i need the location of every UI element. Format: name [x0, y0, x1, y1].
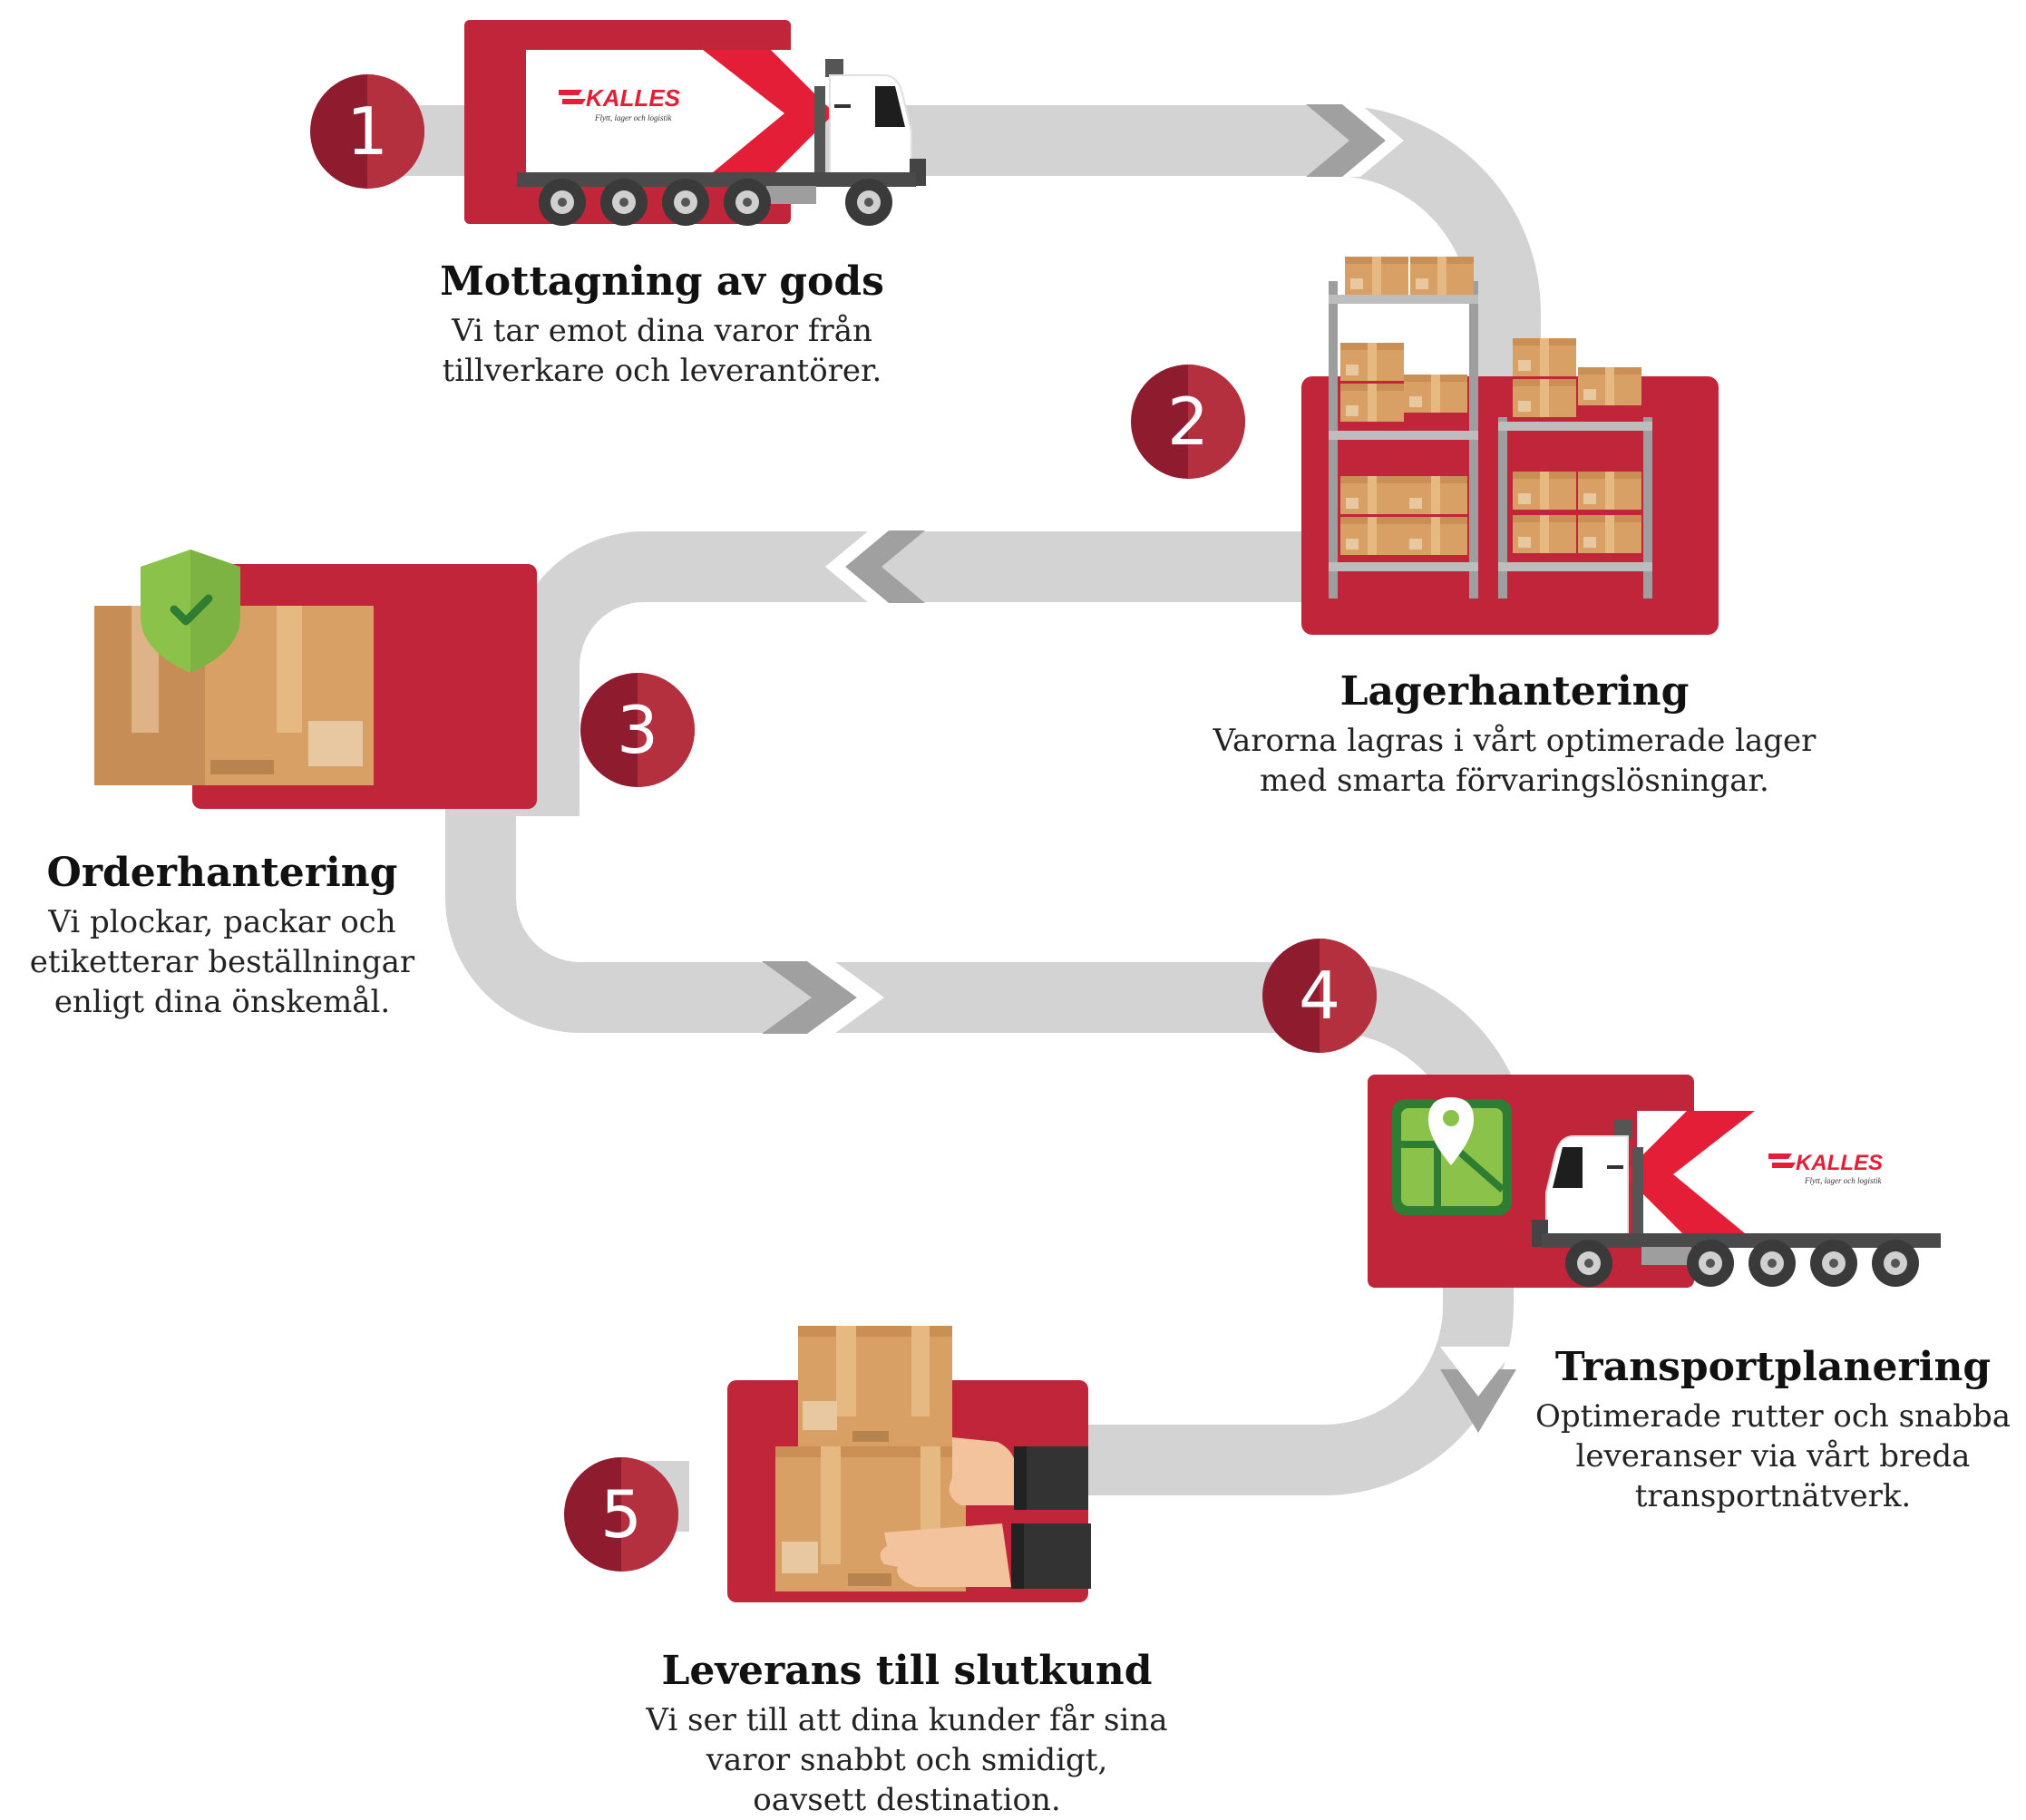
svg-text:Flytt, lager och logistik: Flytt, lager och logistik [1804, 1176, 1882, 1185]
step-2-text: Lagerhantering Varorna lagras i vårt opt… [1188, 667, 1841, 801]
step-badge-4: 4 [1262, 939, 1377, 1053]
map-pin-icon [1392, 1097, 1512, 1215]
step-badge-5: 5 [564, 1457, 678, 1572]
step-5-illustration [727, 1326, 1091, 1602]
step-1-illustration: KALLES Flytt, lager och logistik [464, 20, 927, 227]
step-number: 5 [600, 1476, 642, 1552]
step-4-illustration: KALLES Flytt, lager och logistik [1368, 1075, 1942, 1288]
step-title: Lagerhantering [1339, 668, 1690, 715]
svg-text:KALLES: KALLES [1796, 1151, 1883, 1175]
step-number: 4 [1299, 958, 1340, 1034]
step-title: Transportplanering [1554, 1344, 1992, 1390]
step-4-text: Transportplanering Optimerade rutter och… [1524, 1342, 2022, 1516]
package-handover-icon [775, 1326, 1091, 1591]
truck-icon [1531, 1110, 1942, 1288]
truck-icon: KALLES Flytt, lager och logistik [516, 49, 927, 227]
step-badge-1: 1 [310, 74, 424, 189]
step-title: Leverans till slutkund [661, 1648, 1153, 1694]
chevron-icon [825, 530, 925, 603]
warehouse-shelf-icon [1329, 257, 1652, 599]
step-number: 3 [617, 692, 658, 768]
svg-text:Flytt, lager och logistik: Flytt, lager och logistik [594, 113, 672, 122]
step-title: Mottagning av gods [440, 258, 884, 305]
brand-logo: KALLES Flytt, lager och logistik [1768, 1151, 1883, 1185]
step-5-text: Leverans till slutkund Vi ser till att d… [617, 1646, 1197, 1820]
chevron-icon [1306, 104, 1404, 177]
step-number: 2 [1167, 384, 1209, 460]
step-3-illustration [94, 550, 537, 809]
check-icon [170, 594, 213, 626]
step-1-text: Mottagning av gods Vi tar emot dina varo… [390, 257, 934, 391]
chevron-icon [762, 961, 884, 1034]
step-2-illustration [1301, 257, 1719, 635]
step-number: 1 [346, 93, 388, 170]
step-badge-3: 3 [580, 673, 695, 787]
chevron-icon [1440, 1347, 1516, 1433]
step-badge-2: 2 [1131, 365, 1245, 479]
brand-logo: KALLES [586, 84, 681, 112]
step-title: Orderhantering [46, 850, 398, 896]
checked-package-icon [94, 550, 374, 785]
